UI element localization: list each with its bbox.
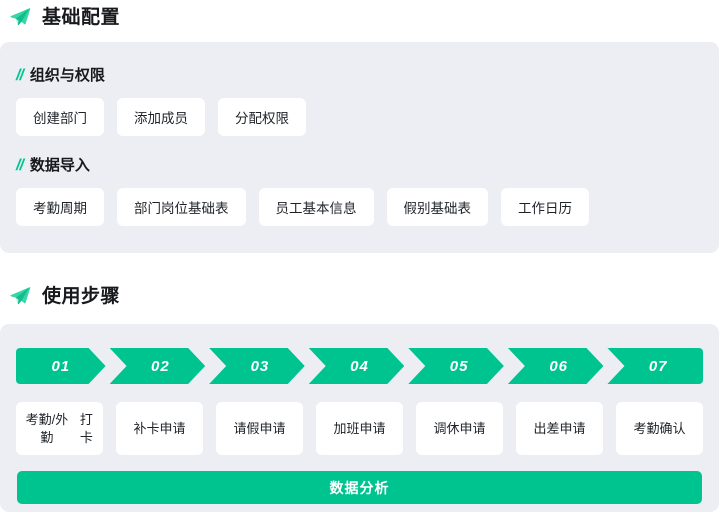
section-title: 使用步骤 [42, 285, 121, 307]
chip-employee-basic-info[interactable]: 员工基本信息 [258, 188, 374, 226]
basic-config-heading: 基础配置 [0, 2, 719, 32]
chip-work-calendar[interactable]: 工作日历 [501, 188, 589, 226]
paper-plane-icon [8, 5, 32, 29]
step-number: 05 [449, 357, 469, 375]
step-chevron-strip: 01 02 03 04 05 06 07 [16, 348, 704, 384]
step-number: 04 [350, 357, 369, 375]
org-permissions-button-row: 创建部门 添加成员 分配权限 [16, 98, 703, 136]
group-label-text: 组织与权限 [29, 67, 105, 84]
step-number: 07 [648, 357, 668, 375]
step-chevron-04[interactable]: 04 [309, 348, 405, 384]
step-card-row: 考勤/外勤打卡 补卡申请 请假申请 加班申请 调休申请 出差申请 考勤确认 [16, 402, 703, 455]
basic-config-panel: // 组织与权限 创建部门 添加成员 分配权限 // 数据导入 考勤周期 部门岗… [0, 42, 719, 253]
step-chevron-01[interactable]: 01 [16, 348, 106, 384]
data-analysis-bar[interactable]: 数据分析 [17, 471, 702, 504]
step-chevron-03[interactable]: 03 [209, 348, 305, 384]
card-overtime-request[interactable]: 加班申请 [316, 402, 403, 455]
chip-department-position-table[interactable]: 部门岗位基础表 [117, 188, 246, 226]
step-number: 06 [549, 357, 569, 375]
group-label-data-import: // 数据导入 [16, 158, 703, 174]
chip-assign-permission[interactable]: 分配权限 [218, 98, 306, 136]
card-leave-request[interactable]: 请假申请 [216, 402, 303, 455]
chip-add-member[interactable]: 添加成员 [117, 98, 205, 136]
card-makeup-card-request[interactable]: 补卡申请 [116, 402, 203, 455]
step-number: 03 [250, 357, 270, 375]
chip-attendance-cycle[interactable]: 考勤周期 [16, 188, 104, 226]
step-chevron-06[interactable]: 06 [508, 348, 604, 384]
page-title: 基础配置 [42, 6, 121, 28]
step-number: 02 [151, 357, 170, 375]
card-attendance-punch[interactable]: 考勤/外勤打卡 [16, 402, 103, 455]
group-label-org-permissions: // 组织与权限 [16, 68, 703, 84]
card-business-trip-request[interactable]: 出差申请 [516, 402, 603, 455]
step-chevron-07[interactable]: 07 [607, 348, 704, 384]
chip-create-department[interactable]: 创建部门 [16, 98, 104, 136]
card-attendance-confirm[interactable]: 考勤确认 [616, 402, 703, 455]
paper-plane-icon [8, 284, 32, 308]
data-import-button-row: 考勤周期 部门岗位基础表 员工基本信息 假别基础表 工作日历 [16, 188, 703, 226]
step-chevron-02[interactable]: 02 [110, 348, 206, 384]
usage-steps-panel: 01 02 03 04 05 06 07 考勤/外勤打卡 补卡申请 请假申请 加… [0, 324, 719, 512]
step-number: 01 [51, 357, 71, 375]
group-label-text: 数据导入 [29, 157, 90, 174]
chip-leave-type-table[interactable]: 假别基础表 [386, 188, 488, 226]
slash-marker-icon: // [16, 157, 24, 174]
step-chevron-05[interactable]: 05 [408, 348, 504, 384]
slash-marker-icon: // [16, 67, 24, 84]
card-time-off-request[interactable]: 调休申请 [416, 402, 503, 455]
usage-steps-heading: 使用步骤 [0, 281, 719, 311]
